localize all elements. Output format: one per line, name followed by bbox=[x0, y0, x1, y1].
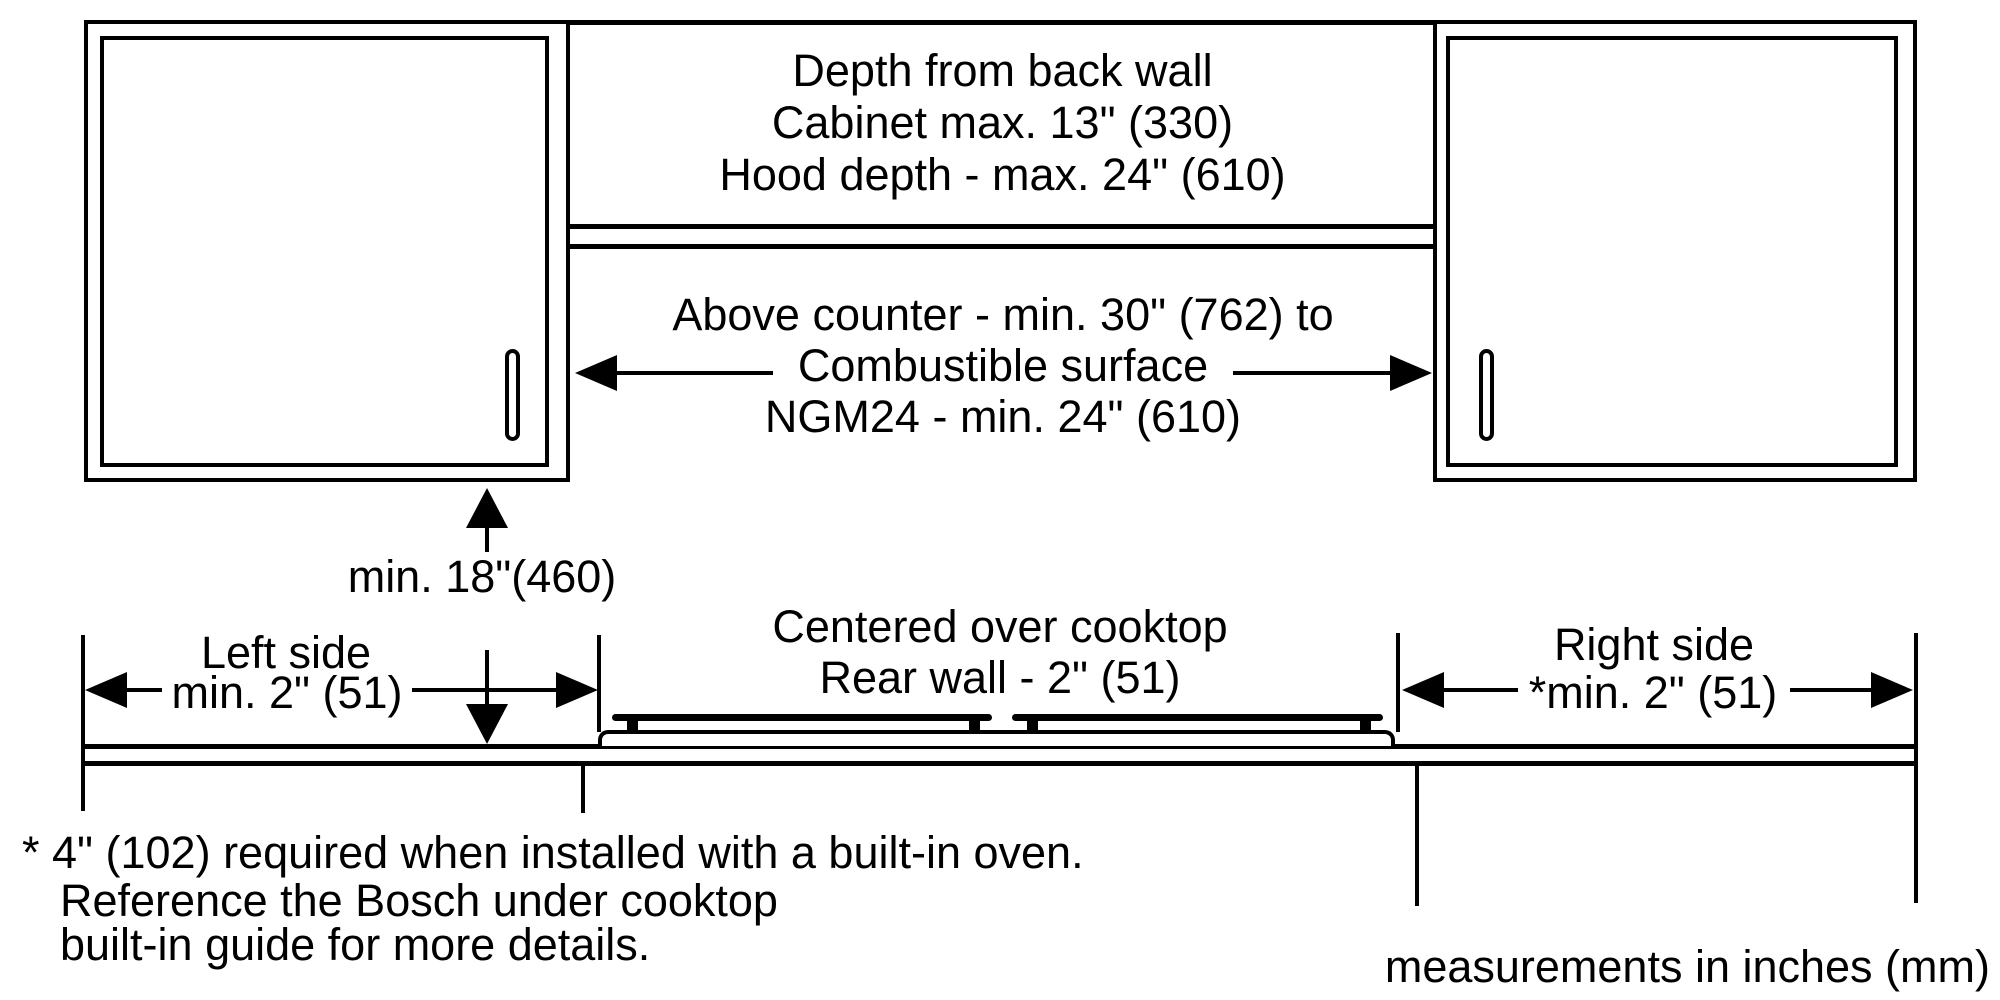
right-dim-arrow-right-icon bbox=[1871, 672, 1913, 708]
vertical-dim-shaft-lower bbox=[485, 650, 489, 706]
cooktop-right-edge-line bbox=[1396, 633, 1400, 732]
footnote-line1: * 4" (102) required when installed with … bbox=[22, 827, 1084, 878]
counter-left-end-line bbox=[81, 635, 85, 811]
units-note: measurements in inches (mm) bbox=[1384, 941, 1990, 992]
grate-foot-1 bbox=[627, 719, 638, 732]
left-cabinet-door bbox=[100, 36, 549, 467]
counter-right-end-line bbox=[1914, 633, 1918, 903]
footnote-line3: built-in guide for more details. bbox=[60, 919, 651, 970]
center-dim-line1: Centered over cooktop bbox=[772, 601, 1228, 652]
depth-note-line1: Depth from back wall bbox=[792, 45, 1213, 96]
clearance-note-line2: Combustible surface bbox=[797, 340, 1209, 391]
soffit-bottom-line-2 bbox=[568, 244, 1435, 249]
left-dim-shaft-1 bbox=[126, 688, 162, 692]
cooktop-grate-right bbox=[1012, 714, 1383, 721]
grate-foot-2 bbox=[969, 719, 980, 732]
clearance-arrow-left-icon bbox=[575, 355, 617, 391]
right-cabinet-door bbox=[1446, 36, 1898, 467]
vertical-dim-arrow-down-icon bbox=[466, 704, 508, 744]
depth-note-line3: Hood depth - max. 24" (610) bbox=[719, 149, 1286, 200]
vertical-dim-label: min. 18"(460) bbox=[347, 551, 617, 602]
depth-note: Depth from back wall Cabinet max. 13" (3… bbox=[595, 45, 1410, 201]
vertical-dim-arrow-up-icon bbox=[466, 488, 508, 528]
right-dim-arrow-left-icon bbox=[1402, 672, 1444, 708]
counter-bottom-line bbox=[82, 761, 1918, 766]
grate-foot-3 bbox=[1027, 719, 1038, 732]
depth-note-line2: Cabinet max. 13" (330) bbox=[771, 97, 1234, 148]
clearance-note-line3: NGM24 - min. 24" (610) bbox=[764, 391, 1242, 442]
soffit-top-line bbox=[566, 20, 1437, 25]
vertical-dim-shaft-upper bbox=[485, 526, 489, 552]
left-dim-shaft-2 bbox=[412, 688, 558, 692]
left-dim-value: min. 2" (51) bbox=[171, 667, 403, 718]
right-dim-value: *min. 2" (51) bbox=[1528, 667, 1778, 718]
grate-foot-4 bbox=[1360, 719, 1371, 732]
base-cabinet-joint-left-line bbox=[581, 765, 585, 813]
cooktop-grate-left bbox=[612, 714, 992, 721]
clearance-arrow-left-shaft bbox=[615, 371, 773, 375]
cooktop-base bbox=[598, 730, 1395, 746]
clearance-arrow-right-icon bbox=[1390, 355, 1432, 391]
left-dim-arrow-left-icon bbox=[85, 672, 127, 708]
left-dim-arrow-right-icon bbox=[556, 672, 598, 708]
right-cabinet-handle bbox=[1479, 349, 1494, 441]
footnote-line2: Reference the Bosch under cooktop bbox=[60, 875, 778, 926]
cooktop-left-edge-line bbox=[597, 635, 601, 732]
center-dim-line2: Rear wall - 2" (51) bbox=[819, 652, 1181, 703]
right-dim-shaft-2 bbox=[1790, 688, 1872, 692]
center-dim-label: Centered over cooktop Rear wall - 2" (51… bbox=[700, 601, 1300, 703]
counter-top-line bbox=[82, 744, 1918, 749]
clearance-note: Above counter - min. 30" (762) to Combus… bbox=[558, 289, 1448, 442]
right-dim-shaft-1 bbox=[1443, 688, 1518, 692]
soffit-bottom-line-1 bbox=[568, 224, 1435, 229]
right-dim-title: Right side bbox=[1553, 619, 1755, 670]
left-dim-title: Left side bbox=[200, 627, 372, 678]
left-cabinet-handle bbox=[505, 349, 520, 441]
base-cabinet-joint-right-line bbox=[1415, 765, 1419, 906]
clearance-note-line1: Above counter - min. 30" (762) to bbox=[672, 289, 1334, 340]
clearance-arrow-right-shaft bbox=[1233, 371, 1393, 375]
